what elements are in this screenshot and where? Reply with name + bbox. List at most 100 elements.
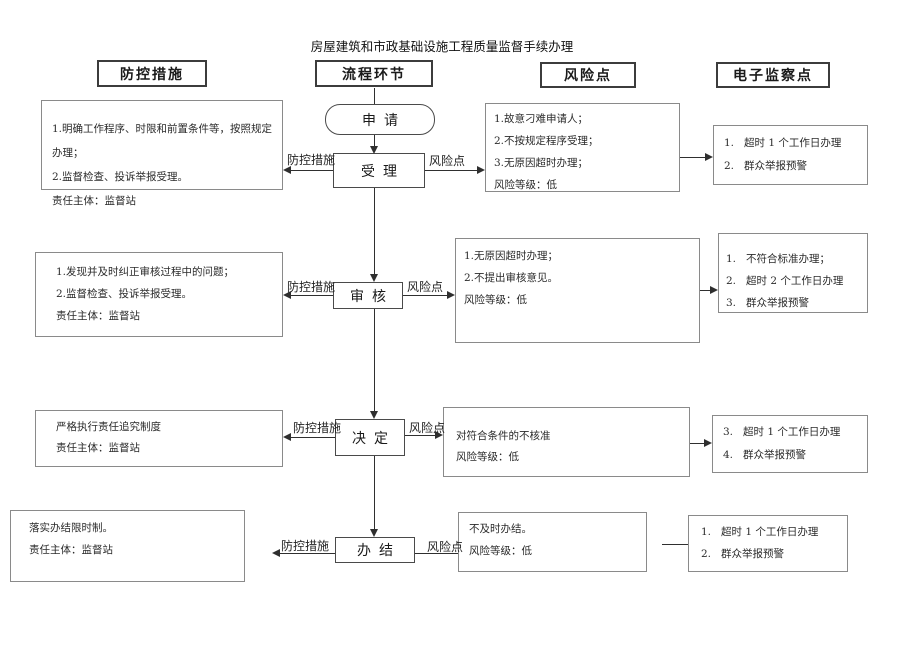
prevention-line: 责任主体：监督站 (52, 195, 136, 207)
prevention-line: 责任主体：监督站 (56, 442, 140, 454)
column-header-monitor: 电子监察点 (716, 62, 830, 88)
monitor-box-decide: 3. 超时 1 个工作日办理 4. 群众举报预警 (712, 415, 868, 473)
monitor-item-text: 群众举报预警 (721, 548, 784, 560)
risk-line: 风险等级：低 (464, 294, 527, 306)
monitor-item-number: 1. (701, 526, 712, 538)
arrow-label-prevention: 防控措施 (281, 539, 330, 553)
monitor-item-number: 2. (724, 160, 735, 172)
arrow-right-icon (710, 286, 718, 294)
column-header-prevention: 防控措施 (97, 60, 207, 87)
connector-risk-to-monitor (700, 290, 710, 291)
arrow-right-icon (477, 166, 485, 174)
arrow-label-prevention: 防控措施 (287, 153, 336, 167)
flow-node-accept: 受理 (333, 153, 425, 188)
monitor-item-number: 3. (726, 297, 737, 309)
monitor-item-number: 4. (723, 449, 734, 461)
connector-accept-to-review (374, 188, 375, 274)
prevention-line: 落实办结限时制。 (29, 522, 113, 534)
monitor-item-text: 超时 1 个工作日办理 (744, 137, 842, 149)
prevention-box-accept: 1.明确工作程序、时限和前置条件等，按照规定办理； 2.监督检查、投诉举报受理。… (41, 100, 283, 207)
monitor-item-text: 群众举报预警 (743, 449, 806, 461)
monitor-item-text: 群众举报预警 (746, 297, 809, 309)
connector-apply-to-accept (374, 135, 375, 146)
risk-box-accept: 1.故意刁难申请人； 2.不按规定程序受理； 3.无原因超时办理； 风险等级：低 (485, 103, 680, 192)
risk-line: 2.不提出审核意见。 (464, 272, 559, 284)
prevention-line: 严格执行责任追究制度 (56, 421, 161, 433)
arrow-label-prevention: 防控措施 (287, 280, 336, 294)
connector-accept-to-risk (425, 170, 477, 171)
arrow-left-icon (283, 291, 291, 299)
connector-risk-to-monitor (690, 443, 704, 444)
monitor-box-complete: 1. 超时 1 个工作日办理 2. 群众举报预警 (688, 515, 848, 572)
prevention-line: 责任主体：监督站 (56, 310, 140, 322)
connector-review-to-risk (403, 295, 447, 296)
arrow-right-icon (435, 431, 443, 439)
arrow-label-risk: 风险点 (427, 540, 464, 554)
flow-node-review: 审核 (333, 282, 403, 309)
risk-line: 风险等级：低 (469, 545, 532, 557)
monitor-item: 1. 超时 1 个工作日办理 (701, 521, 847, 543)
arrow-down-icon (370, 146, 378, 154)
prevention-line: 2.监督检查、投诉举报受理。 (56, 288, 193, 300)
connector-accept-to-prevention (291, 170, 333, 171)
arrow-label-risk: 风险点 (409, 421, 446, 435)
connector-complete-to-prevention (280, 553, 335, 554)
arrow-label-risk: 风险点 (429, 154, 466, 168)
monitor-item: 2. 群众举报预警 (724, 155, 867, 178)
monitor-item-text: 超时 2 个工作日办理 (746, 275, 844, 287)
arrow-right-icon (705, 153, 713, 161)
column-header-process: 流程环节 (315, 60, 433, 87)
monitor-item: 3. 群众举报预警 (726, 292, 867, 314)
monitor-item-text: 群众举报预警 (744, 160, 807, 172)
arrow-down-icon (370, 529, 378, 537)
monitor-item-text: 超时 1 个工作日办理 (721, 526, 819, 538)
connector-complete-to-risk (415, 553, 458, 554)
monitor-item: 2. 群众举报预警 (701, 543, 847, 565)
monitor-item: 2. 超时 2 个工作日办理 (726, 270, 867, 292)
arrow-label-prevention: 防控措施 (293, 421, 342, 435)
arrow-left-icon (272, 549, 280, 557)
risk-box-complete: 不及时办结。 风险等级：低 (458, 512, 647, 572)
monitor-item: 4. 群众举报预警 (723, 444, 867, 467)
monitor-box-accept: 1. 超时 1 个工作日办理 2. 群众举报预警 (713, 125, 868, 185)
arrow-right-icon (447, 291, 455, 299)
monitor-item: 1. 超时 1 个工作日办理 (724, 132, 867, 155)
risk-line: 风险等级：低 (456, 451, 519, 463)
prevention-box-review: 1.发现并及时纠正审核过程中的问题； 2.监督检查、投诉举报受理。 责任主体：监… (35, 252, 283, 337)
connector-decide-to-risk (405, 435, 435, 436)
prevention-line: 1.发现并及时纠正审核过程中的问题； (56, 266, 235, 278)
monitor-item-number: 3. (723, 426, 734, 438)
connector-header-to-apply (374, 88, 375, 104)
flow-node-decide: 决定 (335, 419, 405, 456)
risk-line: 3.无原因超时办理； (494, 157, 589, 169)
risk-line: 2.不按规定程序受理； (494, 135, 599, 147)
risk-line: 不及时办结。 (469, 523, 532, 535)
monitor-item-number: 1. (726, 253, 737, 265)
flow-node-complete: 办结 (335, 537, 415, 563)
prevention-box-decide: 严格执行责任追究制度 责任主体：监督站 (35, 410, 283, 467)
monitor-box-review: 1. 不符合标准办理； 2. 超时 2 个工作日办理 3. 群众举报预警 (718, 233, 868, 313)
connector-decide-to-complete (374, 456, 375, 529)
prevention-line: 责任主体：监督站 (29, 544, 113, 556)
monitor-item-text: 不符合标准办理； (746, 253, 830, 265)
arrow-right-icon (704, 439, 712, 447)
arrow-down-icon (370, 411, 378, 419)
risk-line: 1.无原因超时办理； (464, 250, 559, 262)
arrow-left-icon (283, 166, 291, 174)
page-title: 房屋建筑和市政基础设施工程质量监督手续办理 (310, 39, 574, 54)
monitor-item-number: 2. (701, 548, 712, 560)
monitor-item-number: 2. (726, 275, 737, 287)
arrow-down-icon (370, 274, 378, 282)
risk-line: 1.故意刁难申请人； (494, 113, 589, 125)
monitor-item-text: 超时 1 个工作日办理 (743, 426, 841, 438)
prevention-line: 2.监督检查、投诉举报受理。 (52, 171, 189, 183)
arrow-left-icon (283, 433, 291, 441)
connector-review-to-decide (374, 309, 375, 411)
connector-risk-to-monitor (662, 544, 688, 545)
risk-line: 风险等级：低 (494, 179, 557, 191)
flow-node-apply: 申请 (325, 104, 435, 135)
connector-review-to-prevention (291, 295, 333, 296)
risk-box-review: 1.无原因超时办理； 2.不提出审核意见。 风险等级：低 (455, 238, 700, 343)
connector-risk-to-monitor (680, 157, 705, 158)
